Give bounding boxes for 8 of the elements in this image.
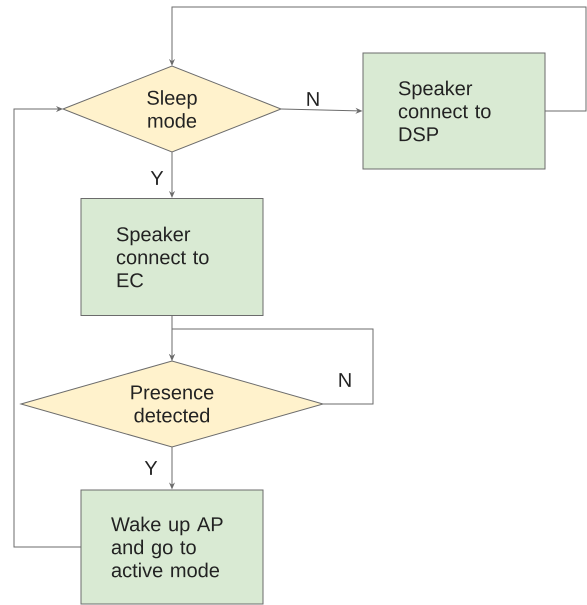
arrow <box>14 106 81 548</box>
edge-label: N <box>304 91 322 107</box>
edge-label: Y <box>143 460 159 476</box>
edge-label: N <box>336 372 354 388</box>
process-box: Speaker connect to EC <box>80 198 264 316</box>
process-box: Wake up AP and go to active mode <box>80 490 264 604</box>
edge-label: Y <box>149 170 165 186</box>
process-box: Speaker connect to DSP <box>362 52 546 170</box>
